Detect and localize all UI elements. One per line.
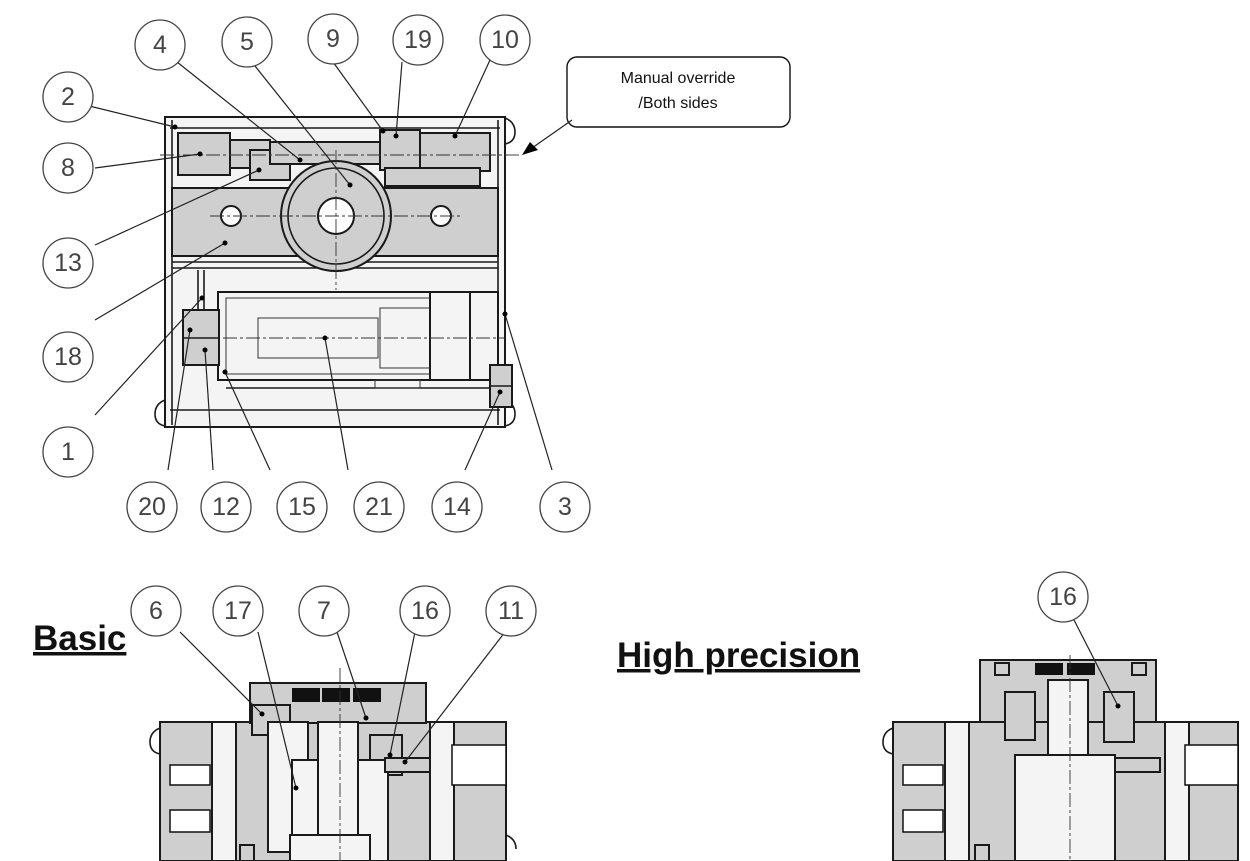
- balloon-label: 8: [61, 154, 75, 182]
- balloon-4: 4: [134, 19, 186, 71]
- balloon-label: 17: [224, 597, 252, 625]
- balloon-3: 3: [539, 481, 591, 533]
- balloon-label: 7: [317, 597, 331, 625]
- basic-leaders: [179, 631, 506, 791]
- balloon-16: 16: [399, 585, 451, 637]
- balloon-1: 1: [42, 426, 94, 478]
- balloon-2: 2: [42, 71, 94, 123]
- balloon-11: 11: [485, 585, 537, 637]
- high-precision-section-drawing: [882, 655, 1239, 861]
- balloon-label: 9: [326, 25, 340, 53]
- balloon-label: 13: [54, 249, 82, 277]
- balloon-9: 9: [307, 13, 359, 65]
- left-piston: [177, 132, 231, 176]
- manual-override-callout: Manual override /Both sides: [522, 56, 791, 155]
- right-piston: [419, 132, 491, 172]
- balloon-19: 19: [392, 14, 444, 66]
- balloon-label: 1: [61, 438, 75, 466]
- balloon-label: 16: [411, 597, 439, 625]
- hp-leaders: [1072, 617, 1121, 709]
- basic-section-drawing: [149, 668, 517, 861]
- balloon-13: 13: [42, 237, 94, 289]
- balloon-label: 3: [558, 493, 572, 521]
- balloon-label: 2: [61, 83, 75, 111]
- balloon-6: 6: [130, 585, 182, 637]
- balloon-label: 16: [1049, 583, 1077, 611]
- top-view-drawing: [154, 116, 520, 428]
- top-view-leaders: [76, 55, 553, 471]
- balloon-16-high-precision: 16: [1037, 571, 1089, 623]
- balloon-label: 12: [212, 493, 240, 521]
- balloon-label: 15: [288, 493, 316, 521]
- balloon-21: 21: [353, 481, 405, 533]
- balloon-label: 10: [491, 26, 519, 54]
- high-precision-heading: High precision: [617, 636, 860, 675]
- balloon-label: 20: [138, 493, 166, 521]
- balloon-15: 15: [276, 481, 328, 533]
- balloon-10: 10: [479, 14, 531, 66]
- balloon-8: 8: [42, 142, 94, 194]
- balloon-label: 11: [498, 597, 524, 625]
- balloon-20: 20: [126, 481, 178, 533]
- callout-line-1: Manual override: [621, 70, 736, 87]
- balloon-17: 17: [212, 585, 264, 637]
- balloon-7: 7: [298, 585, 350, 637]
- balloon-14: 14: [431, 481, 483, 533]
- balloon-label: 19: [404, 26, 432, 54]
- balloon-5: 5: [221, 16, 273, 68]
- balloon-label: 18: [54, 343, 82, 371]
- balloon-label: 6: [149, 597, 163, 625]
- balloon-label: 5: [240, 28, 254, 56]
- arrow-head-icon: [522, 142, 538, 155]
- balloon-label: 14: [443, 493, 471, 521]
- balloon-label: 21: [365, 493, 393, 521]
- basic-heading: Basic: [33, 619, 126, 658]
- balloon-18: 18: [42, 331, 94, 383]
- balloon-label: 4: [153, 31, 167, 59]
- balloon-12: 12: [200, 481, 252, 533]
- callout-line-2: /Both sides: [638, 95, 717, 112]
